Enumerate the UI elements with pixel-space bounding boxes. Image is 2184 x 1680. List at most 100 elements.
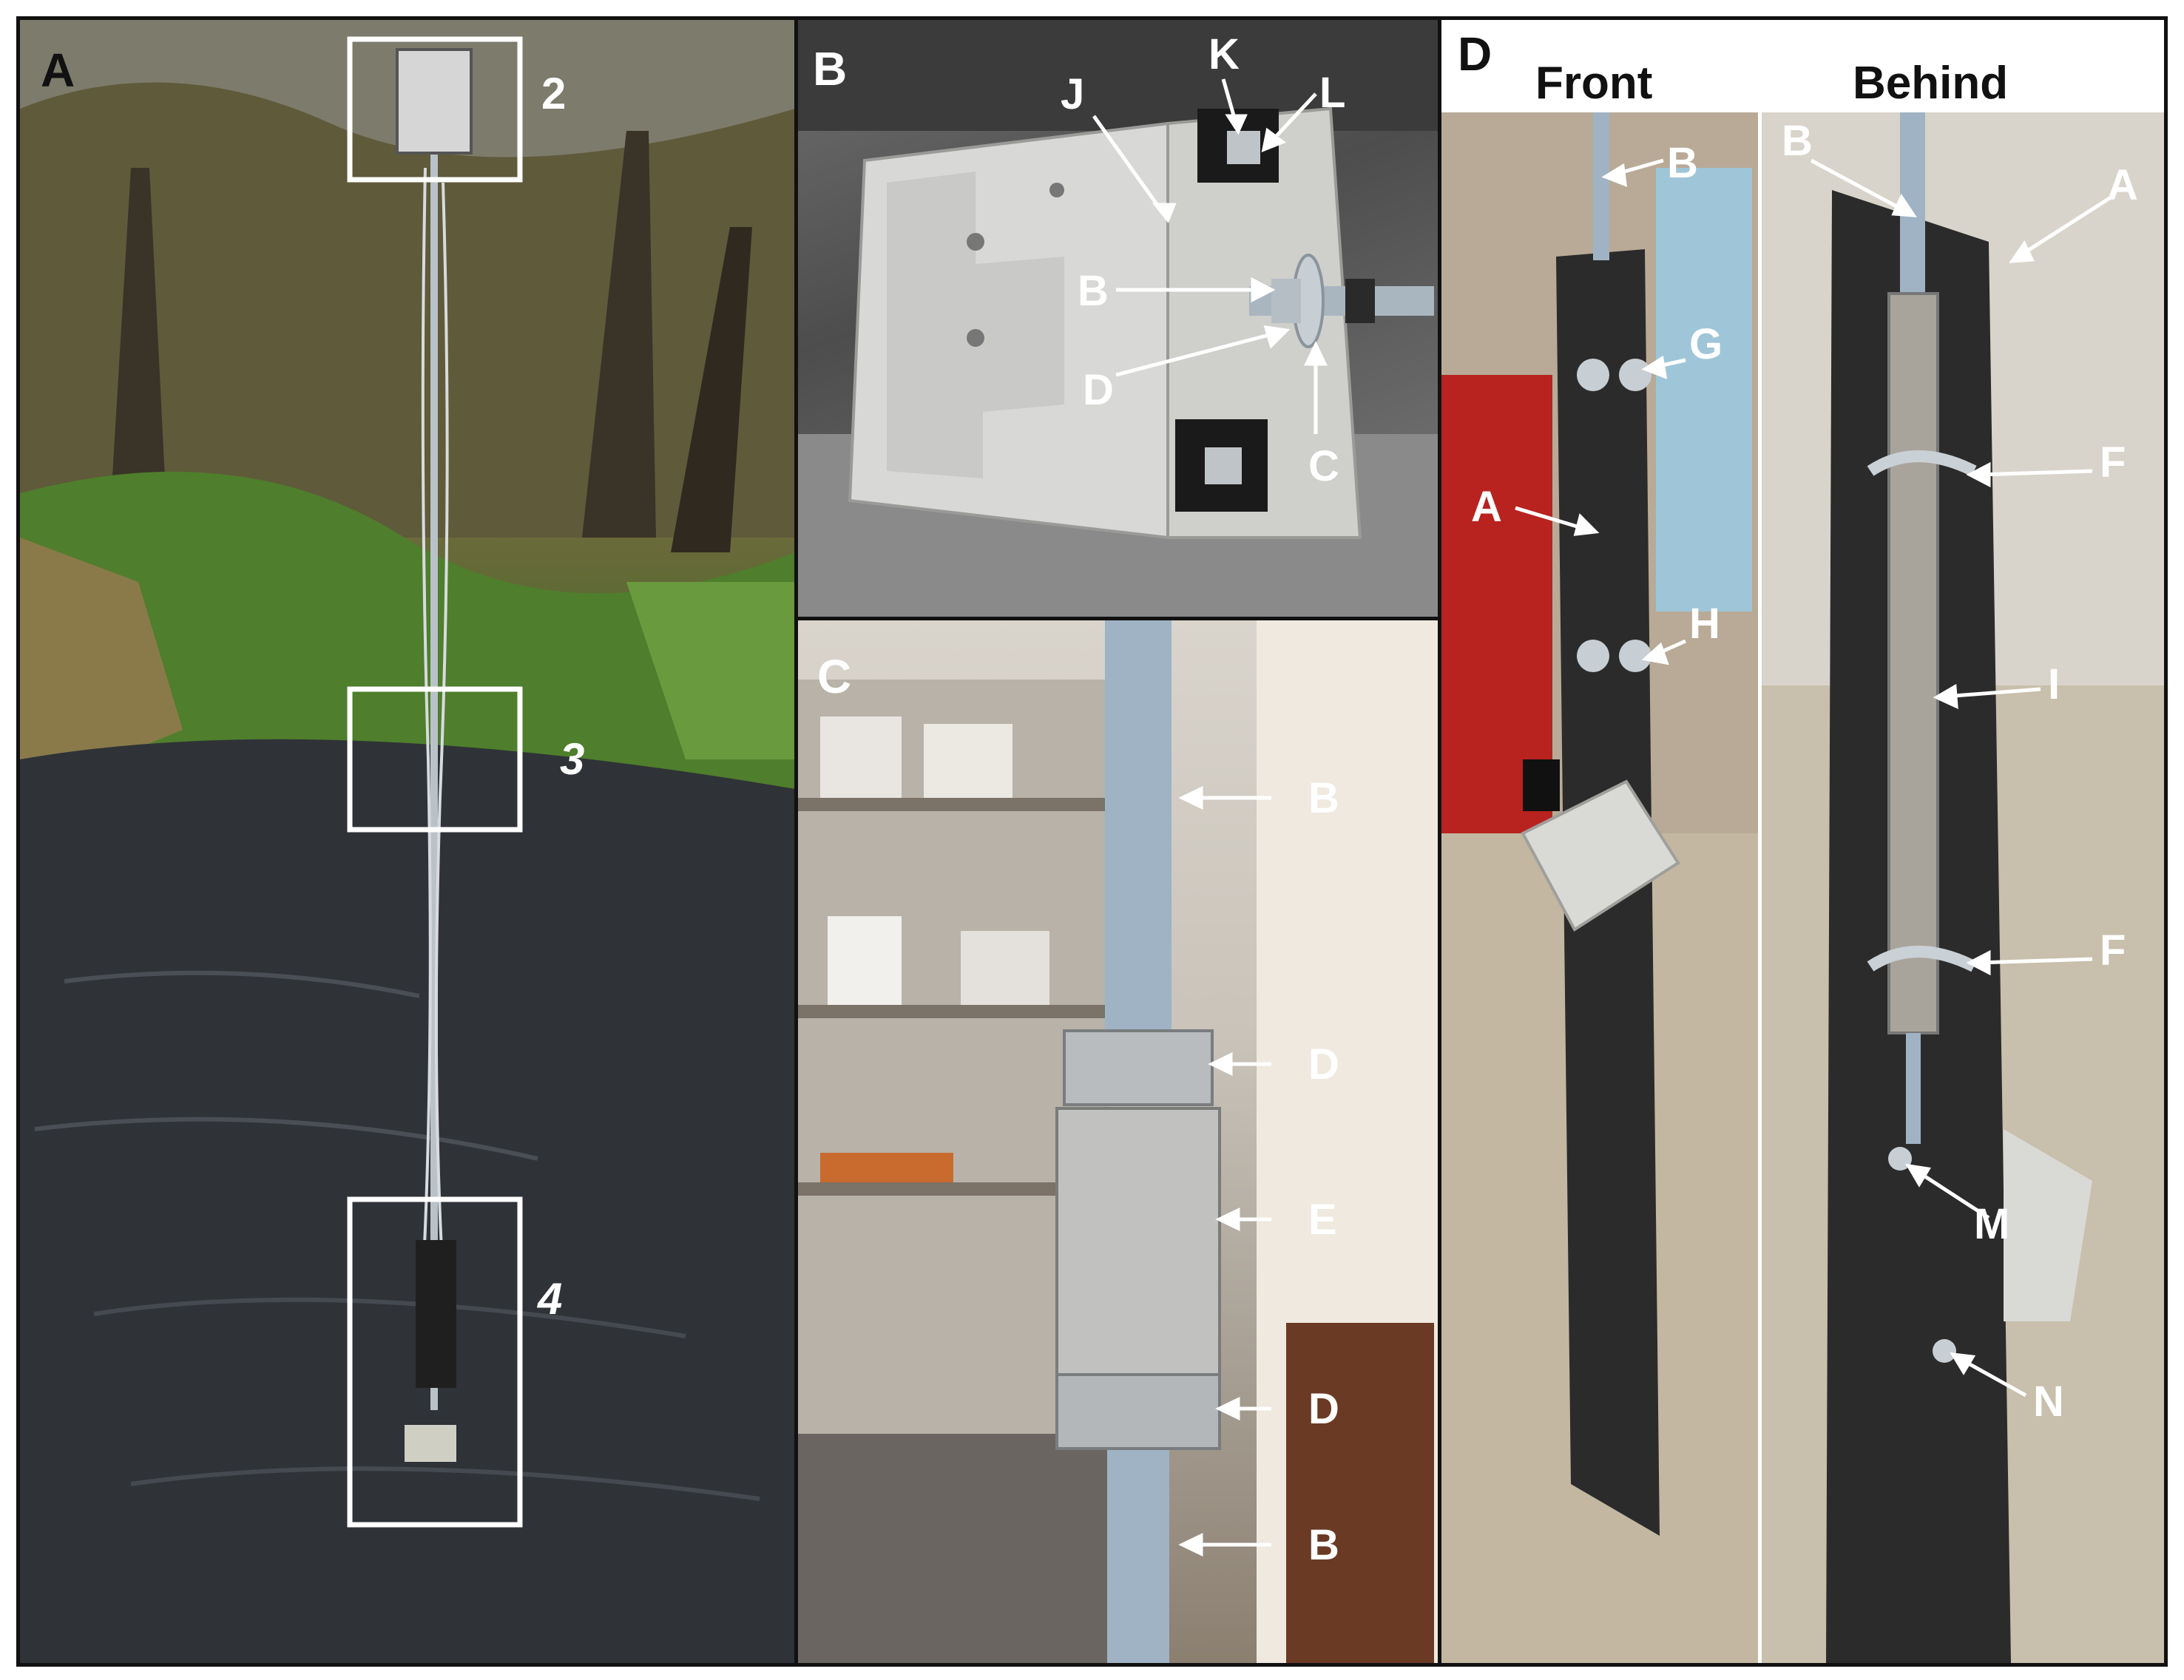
water-ripple	[130, 1466, 760, 1501]
square-nut	[1205, 447, 1242, 484]
callout-c: C	[1308, 442, 1339, 490]
callout-k: K	[1208, 30, 1240, 78]
dry-grass	[20, 538, 183, 796]
column-heading-behind: Behind	[1853, 58, 2009, 109]
threaded-rod-end	[1906, 1033, 1921, 1144]
callout-d-lower: D	[1308, 1385, 1339, 1433]
front-callout-h: H	[1689, 600, 1720, 648]
bottle	[924, 724, 1012, 798]
locking-nut	[1345, 279, 1375, 323]
callout-e: E	[1308, 1196, 1337, 1244]
box-number-3: 3	[560, 734, 585, 784]
panel-c-coupling-photo: C B D E D B	[794, 617, 1442, 1667]
callout-arrows	[1092, 78, 1328, 434]
plate-scene	[1441, 20, 2164, 1663]
sensor-enclosure-rear	[2004, 1129, 2092, 1321]
photo-divider	[1758, 112, 1762, 1663]
steel-plate	[416, 1240, 456, 1388]
shelf	[798, 1182, 1109, 1196]
sensor-housing	[405, 1425, 456, 1462]
behind-callout-m: M	[1974, 1200, 2010, 1248]
bolt-g	[1619, 359, 1651, 391]
tree-trunk	[671, 227, 752, 552]
bottle	[961, 931, 1049, 1005]
bolt-g	[1577, 359, 1609, 391]
detail-box-2	[347, 36, 523, 183]
front-callout-b: B	[1667, 139, 1698, 187]
hex-nut-lower	[1055, 1373, 1221, 1450]
logger-box	[396, 48, 473, 155]
threaded-rod-front	[1593, 112, 1609, 260]
bolt-h	[1577, 640, 1609, 672]
u-bolt-lower	[1867, 946, 1977, 972]
screw-hole	[1049, 183, 1064, 197]
column-heading-front: Front	[1535, 58, 1653, 109]
screw-hole	[967, 233, 984, 251]
coupling-scene	[798, 620, 1438, 1663]
detail-box-4	[347, 1196, 523, 1528]
river-scene	[20, 20, 795, 1663]
callout-d-upper: D	[1308, 1040, 1339, 1088]
callout-arrows	[1515, 158, 2112, 1398]
callout-d: D	[1083, 366, 1114, 414]
tree-trunk	[109, 168, 168, 538]
enclosure-relief	[887, 172, 1064, 478]
behind-callout-a: A	[2107, 161, 2138, 209]
doorway	[1656, 168, 1752, 612]
bottle	[820, 717, 902, 798]
panel-label-a: A	[41, 44, 75, 97]
wooden-cabinet	[1286, 1323, 1434, 1663]
shelf	[798, 798, 1109, 811]
panel-a-river-photo: A 2 3 4	[16, 16, 799, 1667]
behind-callout-i: I	[2048, 660, 2060, 708]
threaded-rod-bottom	[1107, 1412, 1169, 1663]
panel-label-c: C	[817, 650, 852, 703]
callout-b: B	[1078, 267, 1109, 315]
shelf	[798, 1005, 1109, 1018]
floor-shadow	[798, 1434, 1109, 1663]
hex-nut-upper	[1063, 1029, 1214, 1106]
callout-b-upper: B	[1308, 774, 1339, 822]
water-ripple	[64, 970, 420, 998]
behind-callout-b: B	[1782, 117, 1813, 165]
panel-b-bracket-photo: B J K L B D C	[794, 16, 1442, 621]
screw-hole	[967, 329, 984, 347]
panel-label-b: B	[813, 42, 848, 95]
bolt-n	[1933, 1339, 1956, 1363]
panel-label-d: D	[1458, 27, 1492, 81]
square-tube	[1887, 292, 1939, 1034]
reeds	[626, 582, 795, 759]
u-bolt-upper	[1867, 450, 1977, 477]
header-band	[1441, 20, 2164, 112]
bolt-h	[1619, 640, 1651, 672]
behind-callout-f-lower: F	[2100, 927, 2126, 975]
water-ripple	[34, 1117, 538, 1161]
bracket-scene	[798, 20, 1438, 617]
detail-box-3	[347, 686, 523, 833]
behind-callout-f-upper: F	[2100, 438, 2126, 487]
water-ripple	[93, 1297, 686, 1338]
box-number-2: 2	[541, 69, 567, 118]
box-number-4: 4	[538, 1274, 563, 1324]
bottle	[828, 916, 902, 1005]
callout-arrows	[1178, 786, 1271, 1557]
panel-d-plate-photo: D Front Behind B G A H B A F I F M N	[1438, 16, 2168, 1667]
sensor-cable	[434, 182, 449, 1315]
behind-callout-n: N	[2033, 1378, 2064, 1426]
cable-gland	[1523, 759, 1560, 811]
hex-nut	[1271, 279, 1301, 323]
callout-b-lower: B	[1308, 1521, 1339, 1569]
tree-trunk	[582, 131, 656, 538]
callout-j: J	[1061, 70, 1085, 118]
threaded-rod-top	[1105, 620, 1172, 1034]
orange-item	[820, 1153, 953, 1182]
sensor-enclosure	[1521, 779, 1680, 932]
front-callout-g: G	[1689, 320, 1723, 368]
callout-l: L	[1319, 69, 1346, 117]
coupling-nut	[1055, 1107, 1221, 1376]
instrument-rod	[430, 79, 438, 1410]
front-callout-a: A	[1471, 483, 1502, 531]
sensor-cable	[421, 167, 432, 1278]
square-nut	[1227, 131, 1260, 164]
